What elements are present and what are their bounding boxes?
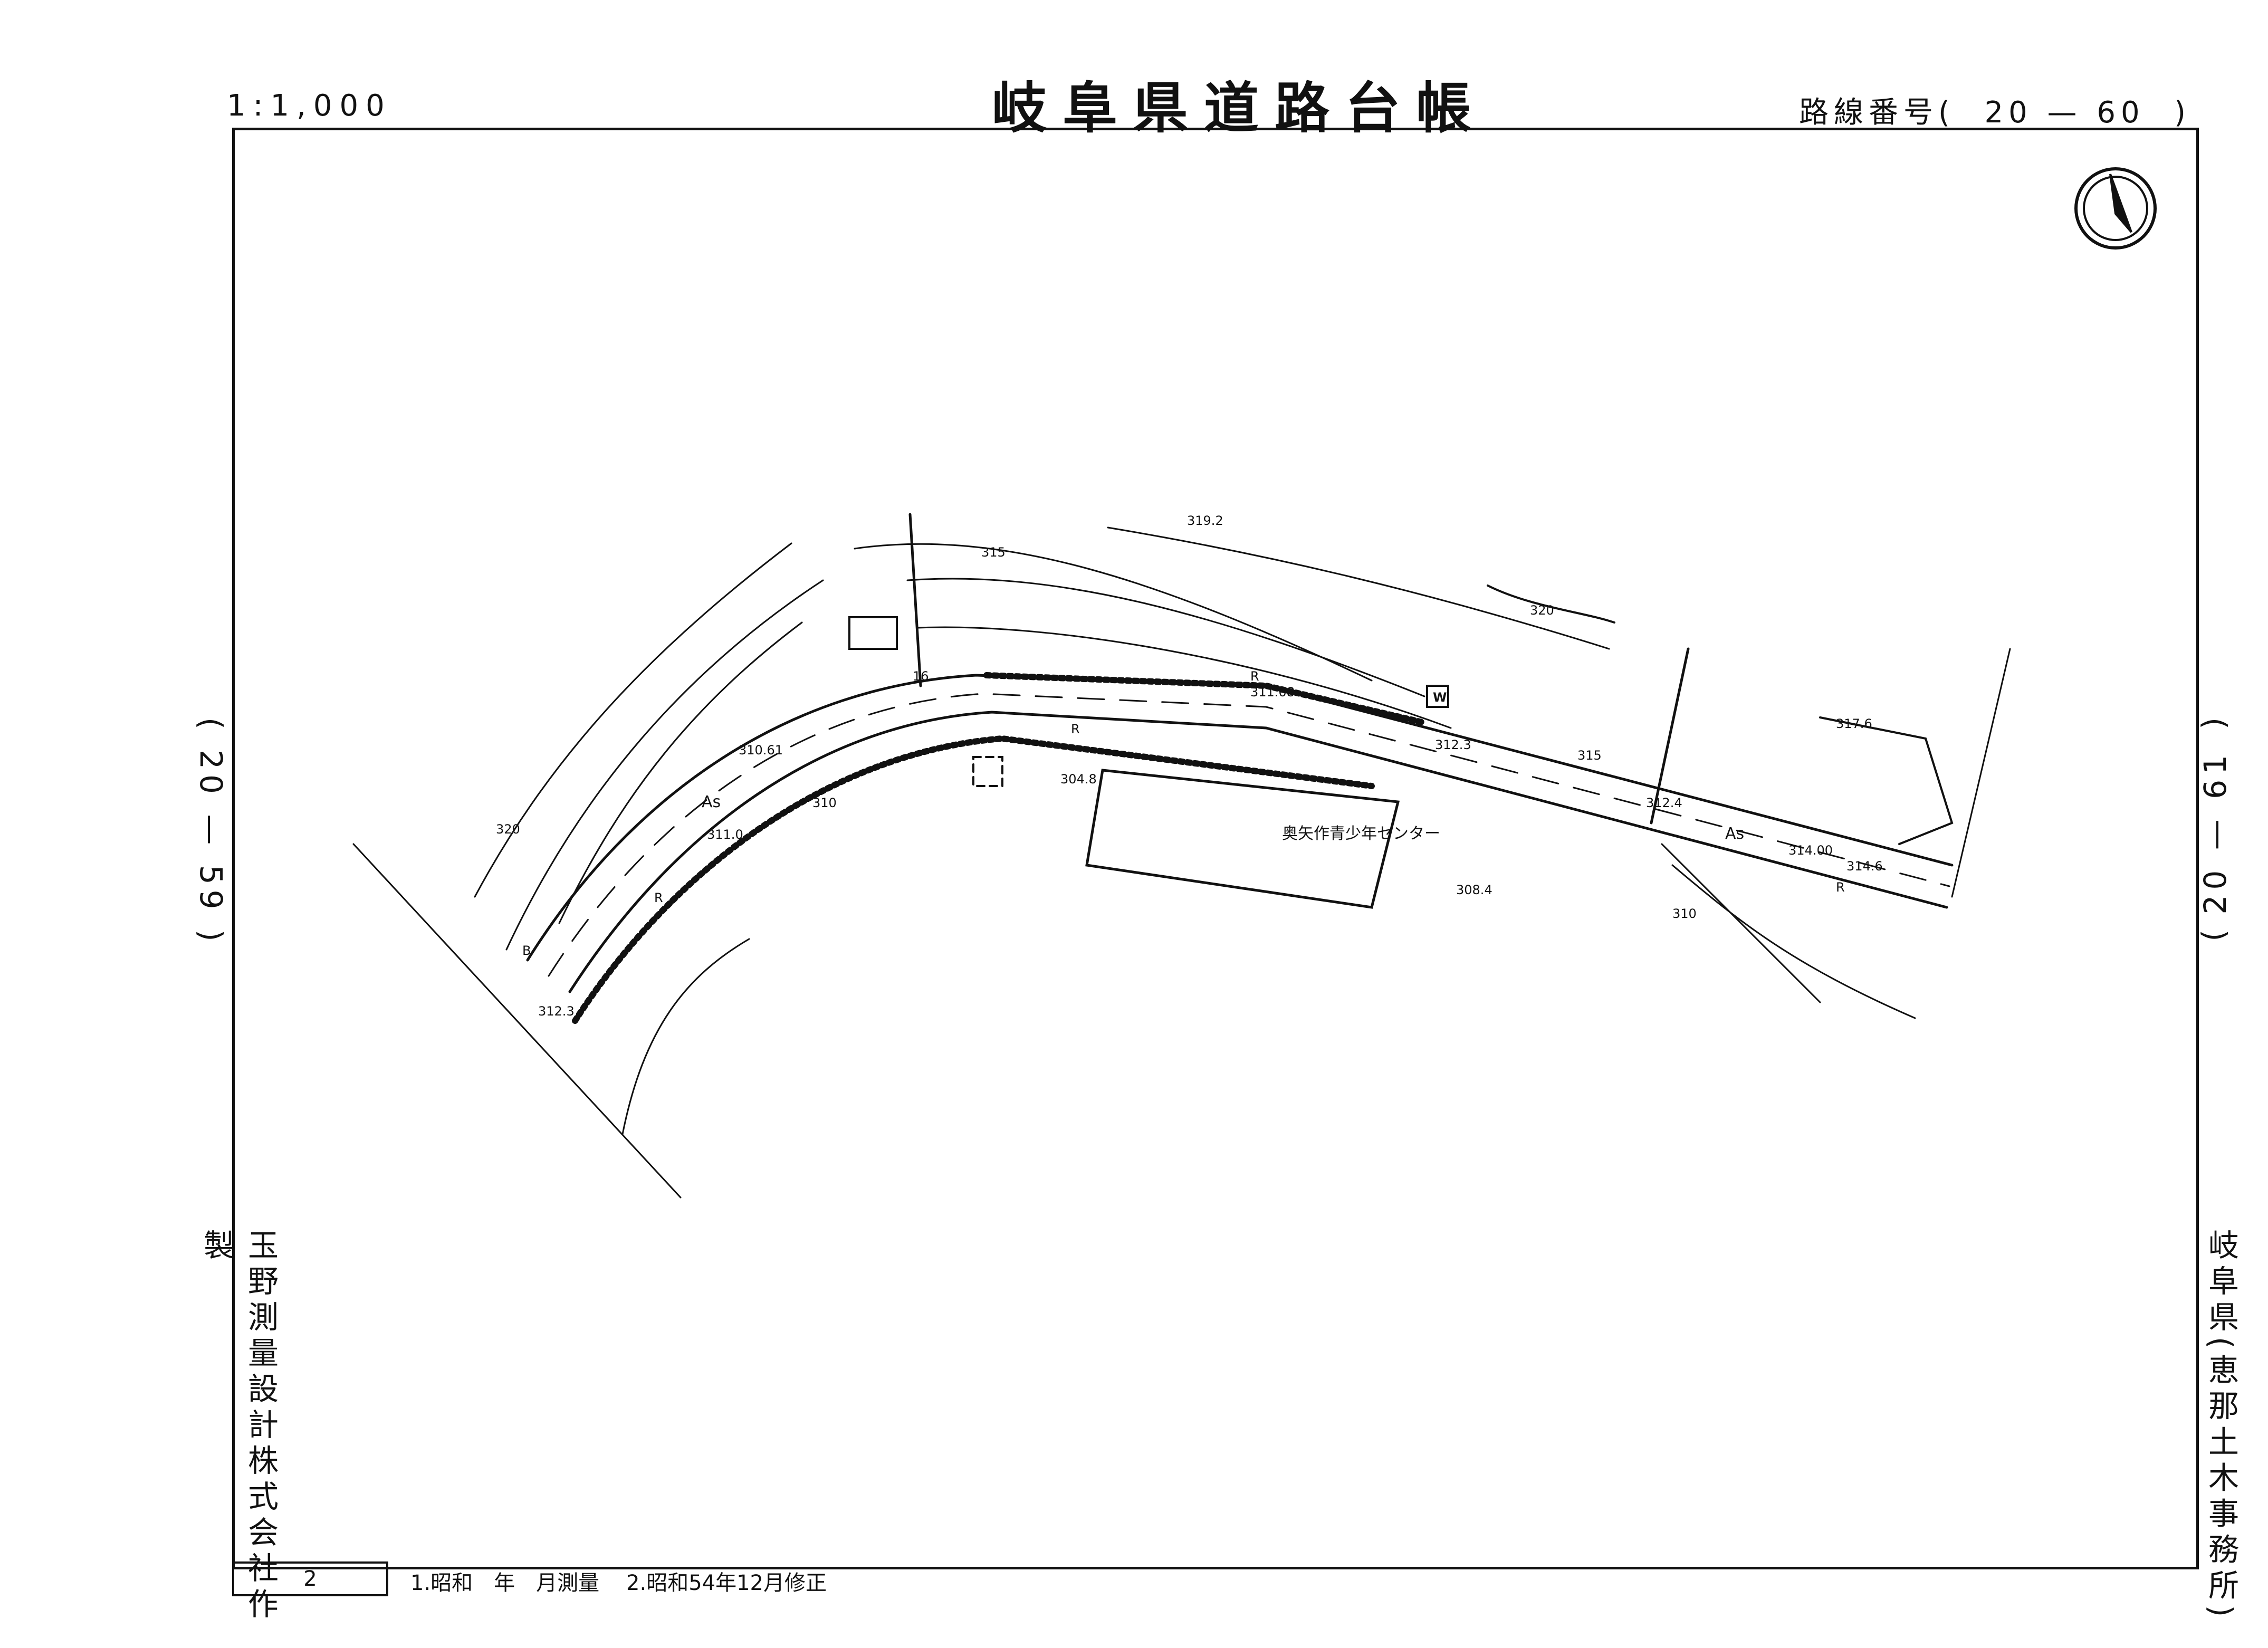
elevation-label: 314.6 — [1846, 859, 1883, 874]
building — [972, 756, 1003, 787]
road-surface-label: As — [702, 793, 721, 811]
building — [848, 616, 898, 650]
elevation-label: 314.00 — [1788, 843, 1833, 858]
retaining-wall-hatching — [572, 735, 1375, 1024]
map-labels: 奥矢作青少年センター 319.2 317.6 311.08 312.3 312.… — [496, 513, 1883, 1019]
route-number-value: 20 — 60 — [1984, 95, 2145, 130]
slope-line — [1671, 864, 1916, 1019]
survey-note-1: 1.昭和 年 月測量 — [410, 1571, 600, 1595]
map-frame — [232, 128, 2199, 1569]
contour-line — [917, 626, 1452, 729]
well-marker — [1426, 685, 1449, 708]
contour-line — [474, 542, 792, 898]
elevation-label: 311.0 — [707, 827, 743, 842]
adjacent-sheet-right[interactable]: ( 20 — 61 ) — [2197, 717, 2233, 947]
contour-line — [906, 578, 1425, 697]
elevation-label: 304.8 — [1060, 772, 1097, 787]
road-edge-outer — [526, 674, 1954, 962]
route-label: 路線番号 — [1799, 95, 1938, 130]
contour-line — [1107, 526, 1610, 650]
boundary-line — [1951, 648, 2011, 898]
contour-line — [558, 621, 803, 924]
elevation-label: 308.4 — [1456, 883, 1492, 897]
contour-label: 320 — [1530, 603, 1554, 618]
slope-line — [352, 843, 682, 1199]
road-centerline — [548, 693, 1950, 977]
slope-line — [1661, 843, 1821, 1003]
slope-line — [621, 938, 750, 1135]
contour-label: 315 — [981, 545, 1006, 560]
north-arrow-outer-icon — [2074, 167, 2157, 250]
sheet-number: 2 — [232, 1561, 388, 1596]
elevation-label: 311.08 — [1250, 685, 1295, 700]
retaining-wall-hatching-upper — [983, 672, 1428, 726]
boundary-line — [1650, 647, 1690, 825]
road-label: R — [1071, 722, 1080, 736]
map-scale: 1:1,000 — [227, 89, 392, 123]
map-lines — [352, 167, 2157, 1199]
elevation-label: 312.3 — [1435, 737, 1471, 752]
route-number: 路線番号( 20 — 60 ) — [1799, 95, 2192, 130]
road-label: R — [1836, 880, 1845, 895]
contour-line — [854, 543, 1373, 682]
issuing-office: 岐阜県(恵那土木事務所) — [2203, 1229, 2239, 1623]
road-edge-inner — [568, 711, 1948, 993]
contour-line — [505, 579, 824, 951]
elevation-label: 310.61 — [739, 743, 783, 758]
road-label: R — [654, 890, 663, 905]
adjacent-sheet-left-number: 20 — 59 — [193, 750, 229, 915]
symbol-label: 16 — [913, 669, 929, 684]
elevation-label: 317.6 — [1836, 716, 1872, 731]
contour-label: 310 — [1672, 906, 1697, 921]
survey-notes: 1.昭和 年 月測量 2.昭和54年12月修正 — [410, 1566, 827, 1596]
adjacent-sheet-left[interactable]: ( 20 — 59 ) — [193, 717, 229, 947]
boundary-line — [908, 513, 922, 687]
road-surface-label: As — [1725, 825, 1744, 843]
youth-center-building — [1085, 769, 1400, 909]
north-arrow-inner-icon — [2083, 176, 2148, 241]
survey-note-2: 2.昭和54年12月修正 — [626, 1571, 827, 1595]
elevation-label: 319.2 — [1187, 513, 1223, 528]
contour-label: 320 — [496, 822, 520, 837]
contour-label: 315 — [1577, 748, 1602, 763]
surveyor-company: 玉野測量設計株式会社作製 — [198, 1229, 279, 1624]
north-arrow-icon — [2109, 174, 2132, 233]
facility-name: 奥矢作青少年センター — [1282, 825, 1440, 843]
contour-line — [1487, 585, 1615, 624]
contour-label: 310 — [812, 796, 837, 810]
road-label: R — [1250, 669, 1259, 684]
elevation-label: 312.3 — [538, 1004, 575, 1019]
symbol-label: B — [522, 943, 531, 958]
elevation-label: 312.4 — [1646, 796, 1682, 810]
well-symbol: W — [1433, 690, 1447, 705]
building — [1819, 716, 1954, 845]
